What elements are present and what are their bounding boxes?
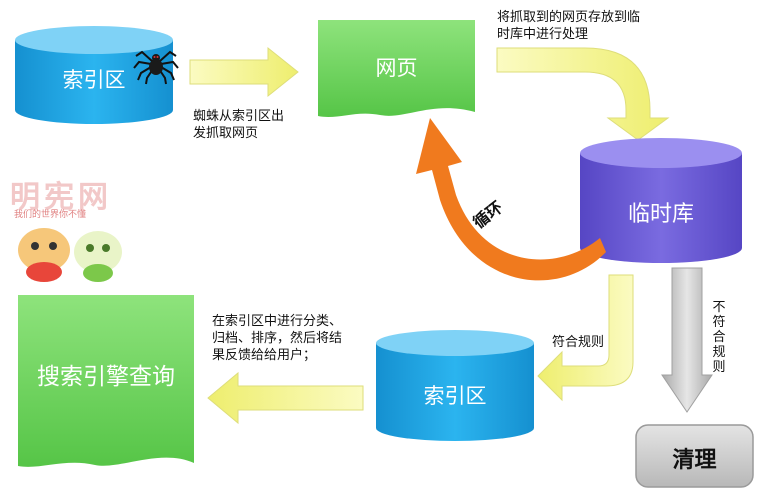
spider-start-label: 蜘蛛从索引区出 发抓取网页 [193,108,284,142]
index-process-line-1: 在索引区中进行分类、 [212,314,343,329]
temp-store-label: 临时库 [627,202,694,227]
index-bottom-label: 索引区 [423,384,487,408]
cleanup-label: 清理 [672,448,717,473]
not-match-rule-char: 不 [712,300,726,315]
arrow-temp-to-cleanup [661,267,713,413]
watermark-subtitle: 我们的世界你不懂 [14,210,87,220]
arrow-index-to-webpage [189,46,299,98]
index-cylinder-top [15,26,173,124]
not-match-rule-char: 合 [712,330,726,345]
store-temp-line-2: 时库中进行处理 [497,27,589,42]
not-match-rule-char: 则 [712,360,726,375]
watermark-title: 明宪网 [10,180,112,215]
loop-arrow [416,118,606,281]
not-match-rule-label: 不符合规则 [712,300,726,375]
index-process-label: 在索引区中进行分类、 归档、排序，然后将结 果反馈给给用户； [212,313,342,364]
match-rule-label: 符合规则 [552,335,605,350]
temp-store-cylinder [580,138,742,263]
spider-start-line-2: 发抓取网页 [193,126,259,141]
store-temp-label: 将抓取到的网页存放到临 时库中进行处理 [497,9,640,43]
index-process-line-2: 归档、排序，然后将结 [212,331,343,346]
not-match-rule-char: 符 [712,315,726,330]
not-match-rule-char: 规 [712,345,726,360]
index-top-label: 索引区 [62,68,126,92]
search-query-document [18,295,194,467]
mascot-icon [18,228,122,282]
webpage-document [318,20,475,117]
arrow-temp-to-index [537,274,634,402]
webpage-label: 网页 [375,56,418,80]
arrow-index-to-search [207,371,364,425]
arrow-webpage-to-temp [496,47,670,141]
cleanup-box [635,424,754,488]
index-process-line-3: 果反馈给给用户； [212,348,317,363]
search-query-label: 搜索引擎查询 [37,364,175,390]
spider-start-line-1: 蜘蛛从索引区出 [193,109,285,124]
store-temp-line-1: 将抓取到的网页存放到临 [497,10,641,25]
index-cylinder-bottom [376,330,534,441]
spider-icon [133,50,179,85]
